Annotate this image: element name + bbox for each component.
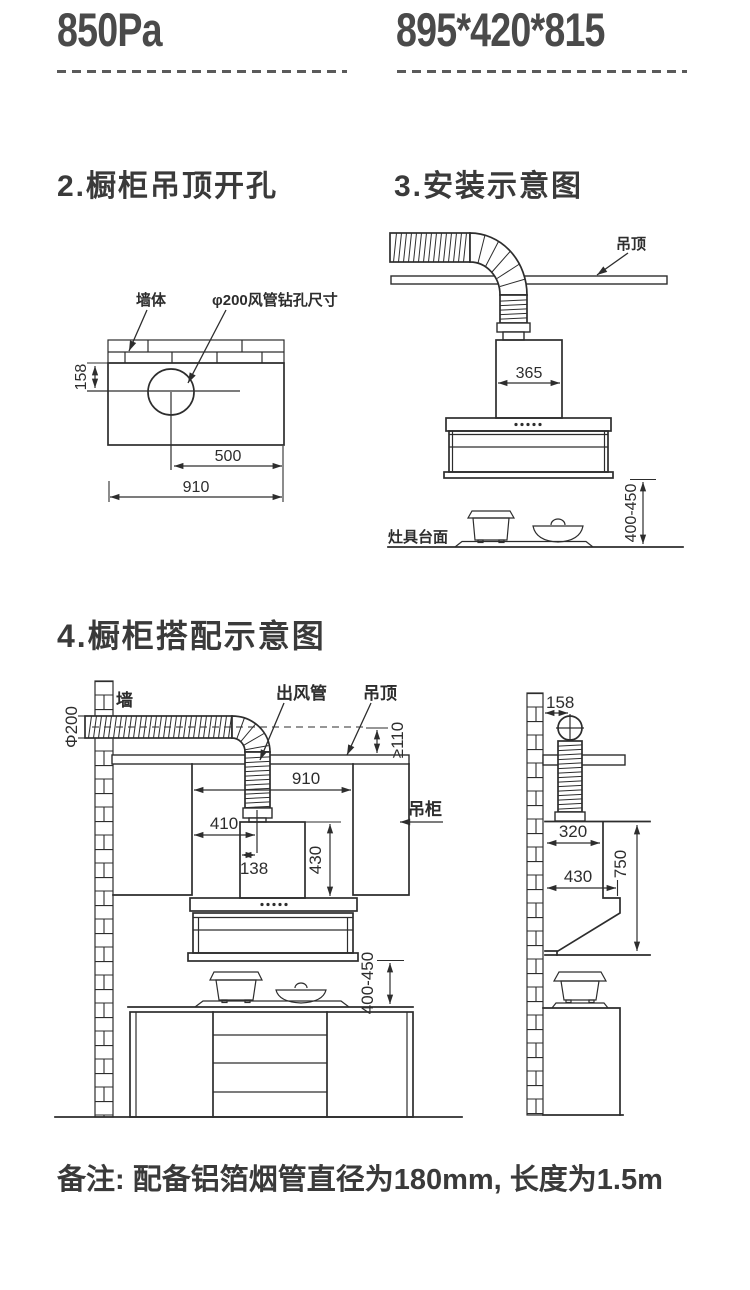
s2-drawing: 158 500 910 墙体 φ200风管钻孔尺寸 [73,291,338,502]
s4l-hanging-cabinets [112,763,410,896]
s4l-dim-410-label: 410 [210,814,238,833]
s4l-dim-910: 910 [194,769,351,794]
s2-dim-158-label: 158 [73,364,90,391]
s3-counter-label: 灶具台面 [388,528,448,546]
s3-dim-400-450: 400-450 [623,478,656,544]
section2-title: 2.橱柜吊顶开孔 [57,170,279,203]
s4r-dim-320: 320 [547,822,600,847]
s4l-base-cabinet [129,1011,414,1118]
s4l-pot [209,971,263,1004]
s2-wall-label: 墙体 [136,291,167,309]
s4l-hood [187,897,359,962]
s4-left-drawing: 墙 Φ200 出风管 吊顶 [54,680,463,1118]
s4r-dim-158-label: 158 [546,693,574,712]
s4l-ceiling-arrow [346,702,372,756]
s4l-wok [275,982,327,1004]
s4l-cabinet-label: 吊柜 [408,799,442,819]
s2-dim-910-label: 910 [183,479,210,496]
section4-title: 4.橱柜搭配示意图 [57,618,326,654]
s3-drawing: 吊顶 365 400-450 灶具台面 [387,232,684,548]
s3-elbow-ribs [477,234,526,287]
s4l-wall-label: 墙 [116,690,133,710]
s4l-duct-dia-label: Φ200 [62,706,81,748]
s2-dim-500-label: 500 [215,448,242,465]
s4r-duct [554,714,586,822]
s2-wall-arrow [128,309,148,352]
s4r-dim-750: 750 [611,825,641,951]
s2-dim-158: 158 [73,362,110,391]
s4l-dim-min110-label: ≥110 [388,722,407,758]
s3-duct-neck [502,331,525,341]
divider-left [57,70,347,73]
s4r-ceiling-bar [542,754,626,766]
s4r-dim-430: 430 [547,867,619,896]
s2-hole-label: φ200风管钻孔尺寸 [212,291,338,309]
s4l-wall [94,680,114,1118]
s3-dim-365: 365 [498,365,560,387]
s4l-dim-400-450-label: 400-450 [358,952,377,1014]
s4l-dim-min110: ≥110 [366,722,407,758]
remark-note: 备注: 配备铝箔烟管直径为180mm, 长度为1.5m [57,1164,663,1196]
s3-ceiling-bar [390,275,668,285]
s3-duct-collar [496,322,531,333]
s4l-dim-138-label: 138 [240,859,268,878]
s4r-dim-430-label: 430 [564,867,592,886]
s3-wok [532,518,584,543]
s4-right-drawing: 158 320 430 750 [526,692,651,1116]
s4l-dim-910-label: 910 [292,769,320,788]
s2-panel [107,362,285,446]
s4l-outlet-label: 出风管 [276,683,327,703]
divider-right [397,70,687,73]
s4l-dim-400-450: 400-450 [358,952,404,1014]
s4r-base-cabinet [542,1007,624,1116]
section3-title: 3.安装示意图 [394,170,584,203]
s4l-dim-410: 410 [194,814,255,839]
spec-pressure: 850Pa [57,3,163,56]
s4r-pot [551,971,609,1009]
s4l-outlet-arrow [259,702,285,761]
s3-hood [443,417,614,479]
s4r-hood-profile [544,820,651,956]
s4r-wall [526,692,544,1116]
s4l-stove [194,971,350,1008]
s3-dim-400-450-label: 400-450 [623,484,640,543]
s3-ceiling-arrow [596,252,629,276]
s2-hole-arrow [187,309,227,384]
s3-dim-365-label: 365 [516,365,543,382]
s4r-duct-collar [554,811,586,822]
s4r-dim-320-label: 320 [559,822,587,841]
s4l-dim-430: 430 [305,821,341,896]
s2-wall-hatch [107,339,285,364]
s4l-dim-138: 138 [240,851,268,878]
s4l-dim-430-label: 430 [306,846,325,874]
s3-ceiling-label: 吊顶 [616,236,646,253]
s3-duct [389,232,531,341]
spec-size: 895*420*815 [396,3,605,56]
s2-dim-500: 500 [174,446,284,502]
s2-dim-910: 910 [108,479,282,502]
s3-pot [466,510,516,544]
s4r-dim-750-label: 750 [611,850,630,878]
s4l-ceiling-label: 吊顶 [363,684,397,703]
s3-stove [454,510,594,548]
